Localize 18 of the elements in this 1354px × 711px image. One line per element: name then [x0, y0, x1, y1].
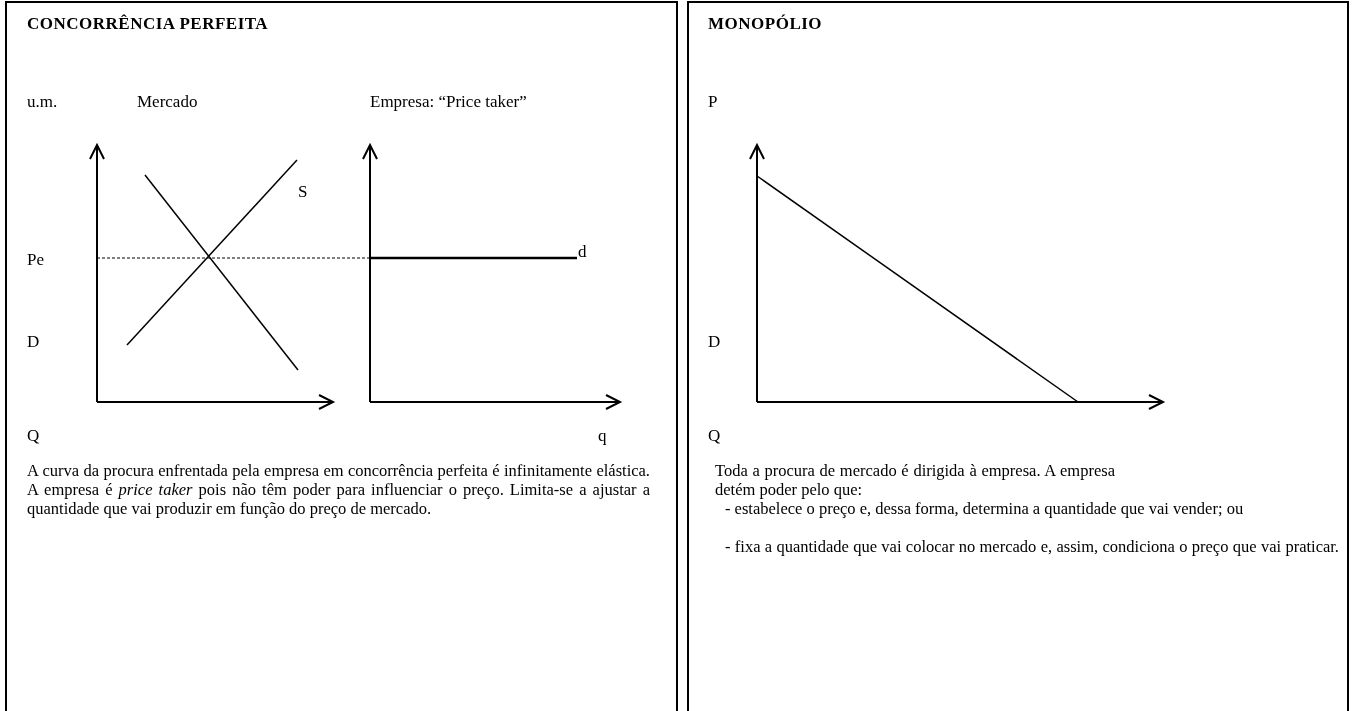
panel-heading: MONOPÓLIO — [708, 14, 823, 33]
explanation-paragraph: Toda a procura de mercado é dirigida à empresa. A empresa detém poder pelo que: — [715, 461, 1115, 499]
explanation-paragraph: A curva da procura enfrentada pela empresa em concorrência perfeita é infinitamente elástica. A empresa é price taker pois não têm poder para influenciar o preço. Limita-se a ajustar a quantidade que vai produzir em função do preço de mercado. — [27, 461, 650, 518]
axis-label: q — [598, 426, 607, 445]
axis-label: Q — [27, 426, 40, 445]
axis-label: Q — [708, 426, 721, 445]
list-item: - fixa a quantidade que vai colocar no mercado e, assim, condiciona o preço que vai praticar. — [725, 537, 1339, 556]
axis-label: Pe — [27, 250, 44, 269]
chart-title: Mercado — [137, 92, 198, 111]
axis-label: P — [708, 92, 718, 111]
curve-label: D — [27, 332, 40, 351]
curve-label: d — [578, 242, 587, 261]
curve-label: D — [708, 332, 721, 351]
axis-label: u.m. — [27, 92, 58, 111]
curve-label: S — [298, 182, 308, 201]
chart-title: Empresa: “Price taker” — [370, 92, 527, 111]
list-item: - estabelece o preço e, dessa forma, determina a quantidade que vai vender; ou — [725, 499, 1245, 518]
panel-heading: CONCORRÊNCIA PERFEITA — [27, 14, 269, 33]
